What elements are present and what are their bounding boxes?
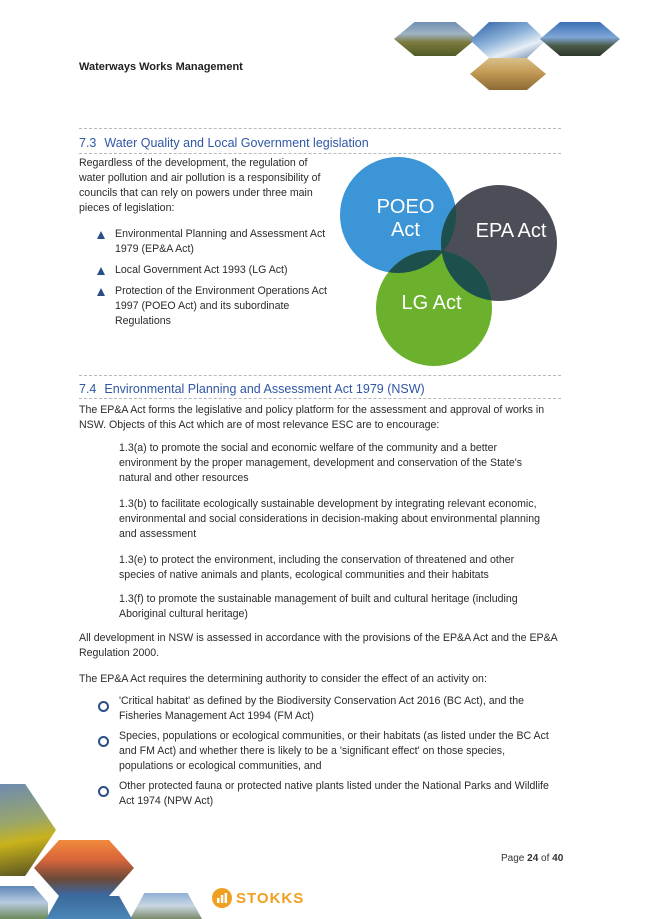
footer-photo-river (0, 886, 48, 919)
venn-label-lg: LG Act (401, 292, 462, 314)
section-title: Water Quality and Local Government legis… (104, 136, 369, 150)
text-line: Local Government Act 1993 (LG Act) (115, 264, 288, 276)
header-photo-coast (540, 22, 620, 56)
act-object-1-3-f: 1.3(f) to promote the sustainable manage… (119, 592, 564, 622)
section-number: 7.3 (79, 136, 97, 150)
text-line: The EP&A Act forms the legislative and p… (79, 404, 545, 416)
bar-chart-icon (217, 893, 228, 903)
text-line: 'Critical habitat' as defined by the Bio… (119, 695, 525, 707)
section-divider (79, 398, 561, 399)
section-divider (79, 128, 561, 129)
venn-label-line: Act (391, 219, 420, 241)
venn-label-epa: EPA Act (475, 220, 547, 242)
section-divider (79, 375, 561, 376)
text-line: Aboriginal cultural heritage) (119, 608, 248, 620)
page-number: Page 24 of 40 (501, 853, 563, 864)
text-line: 1979 (EP&A Act) (115, 243, 194, 255)
venn-label-poeo: POEO Act (368, 196, 443, 242)
act-object-1-3-b: 1.3(b) to facilitate ecologically sustai… (119, 497, 564, 542)
text-line: Environmental Planning and Assessment Ac… (115, 228, 326, 240)
document-title: Waterways Works Management (79, 61, 243, 73)
text-line: populations or ecological communities, a… (119, 760, 322, 772)
triangle-bullet-icon (97, 231, 105, 239)
text-line: Regulations (115, 315, 171, 327)
act-object-1-3-e: 1.3(e) to protect the environment, inclu… (119, 553, 564, 583)
text-line: environment by the proper management, de… (119, 457, 523, 469)
text-line: 1.3(f) to promote the sustainable manage… (119, 593, 518, 605)
text-line: All development in NSW is assessed in ac… (79, 632, 558, 644)
circle-bullet-icon (98, 701, 109, 712)
list-item: Environmental Planning and Assessment Ac… (115, 227, 355, 257)
venn-circles (340, 157, 557, 366)
venn-circle-poeo (340, 157, 456, 273)
logo-mark-icon (212, 888, 232, 908)
text-line: environmental and social considerations … (119, 513, 541, 525)
circle-bullet-icon (98, 736, 109, 747)
text-line: Regulation 2000. (79, 647, 160, 659)
triangle-bullet-icon (97, 288, 105, 296)
list-item: Local Government Act 1993 (LG Act) (115, 263, 355, 278)
text-line: Fisheries Management Act 1994 (FM Act) (119, 710, 314, 722)
text-line: councils that can rely on powers under t… (79, 187, 313, 199)
text-line: 1.3(b) to facilitate ecologically sustai… (119, 498, 537, 510)
page-current: 24 (527, 853, 539, 864)
text-line: and FM Act) and whether there is likely … (119, 745, 506, 757)
page-of: of (541, 853, 550, 864)
venn-overlap-epa-lg (441, 250, 492, 301)
logo-text: STOKKS (236, 889, 305, 907)
text-line: 1997 (POEO Act) and its subordinate (115, 300, 290, 312)
page-label: Page (501, 853, 525, 864)
section-title: Environmental Planning and Assessment Ac… (104, 382, 425, 396)
text-line: Protection of the Environment Operations… (115, 285, 327, 297)
venn-label-line: POEO (376, 196, 435, 218)
footer-photo-bridge (130, 893, 202, 919)
list-item: Species, populations or ecological commu… (119, 729, 569, 774)
section-divider (79, 153, 561, 154)
text-line: 1.3(a) to promote the social and economi… (119, 442, 498, 454)
section-heading-7-4: 7.4 Environmental Planning and Assessment… (79, 382, 425, 396)
list-item: Protection of the Environment Operations… (115, 284, 355, 329)
text-line: 1.3(e) to protect the environment, inclu… (119, 554, 515, 566)
circle-bullet-icon (98, 786, 109, 797)
footer-photo-water (46, 896, 132, 919)
text-line: and assessment (119, 528, 197, 540)
requirement-paragraph: The EP&A Act requires the determining au… (79, 673, 487, 685)
intro-paragraph: Regardless of the development, the regul… (79, 156, 349, 216)
text-line: Regardless of the development, the regul… (79, 157, 308, 169)
list-item: 'Critical habitat' as defined by the Bio… (119, 694, 569, 724)
section-number: 7.4 (79, 382, 97, 396)
text-line: pieces of legislation: (79, 202, 175, 214)
header-photo-road (394, 22, 476, 56)
text-line: water pollution and air pollution is a r… (79, 172, 321, 184)
text-line: species of native animals and plants, ec… (119, 569, 489, 581)
text-line: natural and other resources (119, 472, 249, 484)
footer-photo-sunset (34, 840, 134, 896)
list-item: Other protected fauna or protected nativ… (119, 779, 569, 809)
text-line: NSW. Objects of this Act which are of mo… (79, 419, 440, 431)
page-total: 40 (552, 853, 564, 864)
text-line: Other protected fauna or protected nativ… (119, 780, 549, 792)
section-7-4-intro: The EP&A Act forms the legislative and p… (79, 403, 569, 433)
header-photo-grass (470, 58, 546, 90)
text-line: Act 1974 (NPW Act) (119, 795, 214, 807)
header-photo-sky (470, 22, 546, 58)
company-logo: STOKKS (212, 888, 304, 908)
section-heading-7-3: 7.3 Water Quality and Local Government le… (79, 136, 369, 150)
act-object-1-3-a: 1.3(a) to promote the social and economi… (119, 441, 564, 486)
assessment-paragraph: All development in NSW is assessed in ac… (79, 631, 569, 661)
triangle-bullet-icon (97, 267, 105, 275)
text-line: Species, populations or ecological commu… (119, 730, 549, 742)
